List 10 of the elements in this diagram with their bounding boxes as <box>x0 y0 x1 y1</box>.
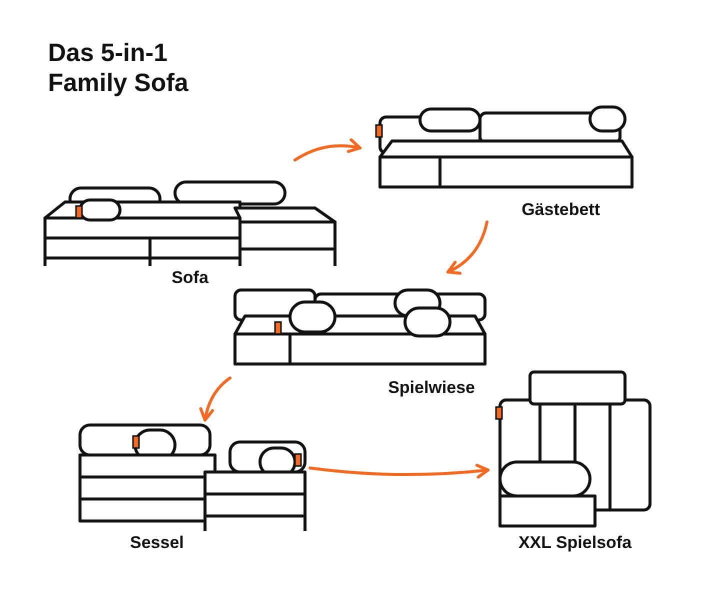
curved-arrow <box>308 464 490 479</box>
node-label: XXL Spielsofa <box>518 532 632 554</box>
curved-arrow <box>446 220 488 274</box>
node-label: Sofa <box>172 266 208 288</box>
node-label: Spielwiese <box>388 376 475 398</box>
curved-arrow <box>200 376 232 422</box>
title: Das 5-in-1 Family Sofa <box>48 38 190 98</box>
curved-arrow <box>294 138 362 162</box>
node-label: Sessel <box>130 532 184 554</box>
node-label: Gästebett <box>522 198 600 220</box>
